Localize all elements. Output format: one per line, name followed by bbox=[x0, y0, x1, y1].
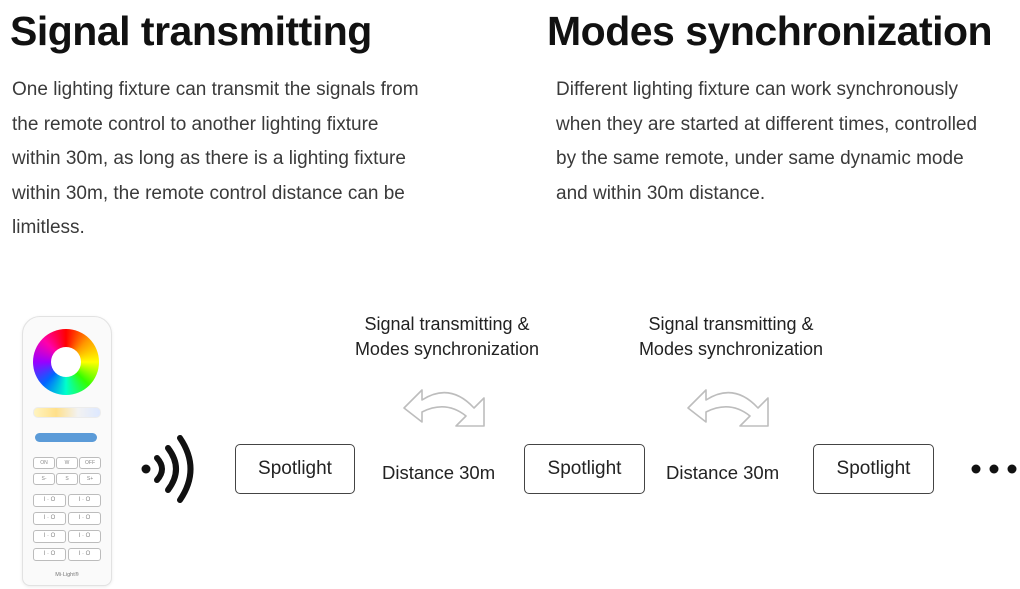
remote-on-button: ON bbox=[33, 457, 55, 469]
wireless-signal-icon bbox=[141, 435, 194, 503]
remote-speed-down-button: S- bbox=[33, 473, 55, 485]
distance-label: Distance 30m bbox=[666, 462, 780, 483]
remote-off-button: OFF bbox=[79, 457, 101, 469]
distance-label: Distance 30m bbox=[382, 462, 496, 483]
remote-zone-button: I · O bbox=[33, 530, 66, 543]
remote-zone-button: I · O bbox=[33, 548, 66, 561]
remote-speed-up-button: S+ bbox=[79, 473, 101, 485]
spotlight-node: Spotlight bbox=[524, 444, 645, 494]
diagram-caption: Signal transmitting & Modes synchronizat… bbox=[638, 314, 824, 359]
spotlight-node: Spotlight bbox=[813, 444, 934, 494]
signal-transmitting-heading: Signal transmitting bbox=[10, 8, 372, 54]
color-temperature-bar bbox=[33, 407, 101, 418]
remote-zone-button: I · O bbox=[33, 512, 66, 525]
remote-button-grid: ON W OFF S- S S+ I · O I · O I · O I · O… bbox=[33, 457, 101, 566]
modes-synchronization-description: Different lighting fixture can work sync… bbox=[556, 79, 978, 204]
modes-synchronization-heading: Modes synchronization bbox=[547, 8, 993, 54]
color-wheel-icon bbox=[33, 329, 99, 395]
curved-arrow-icon bbox=[403, 389, 485, 427]
diagram-caption: Signal transmitting & Modes synchronizat… bbox=[354, 314, 540, 359]
curved-arrow-icon bbox=[687, 389, 769, 427]
remote-white-button: W bbox=[56, 457, 78, 469]
remote-control: ON W OFF S- S S+ I · O I · O I · O I · O… bbox=[22, 316, 112, 586]
remote-zone-button: I · O bbox=[68, 548, 101, 561]
remote-zone-button: I · O bbox=[68, 494, 101, 507]
brightness-bar bbox=[35, 433, 97, 442]
remote-brand-label: Mi·Light® bbox=[55, 572, 79, 578]
remote-zone-button: I · O bbox=[33, 494, 66, 507]
remote-mode-button: S bbox=[56, 473, 78, 485]
more-ellipsis-icon bbox=[971, 464, 1017, 474]
remote-zone-button: I · O bbox=[68, 512, 101, 525]
spotlight-node: Spotlight bbox=[235, 444, 355, 494]
signal-transmitting-description: One lighting fixture can transmit the si… bbox=[12, 79, 419, 238]
remote-zone-button: I · O bbox=[68, 530, 101, 543]
